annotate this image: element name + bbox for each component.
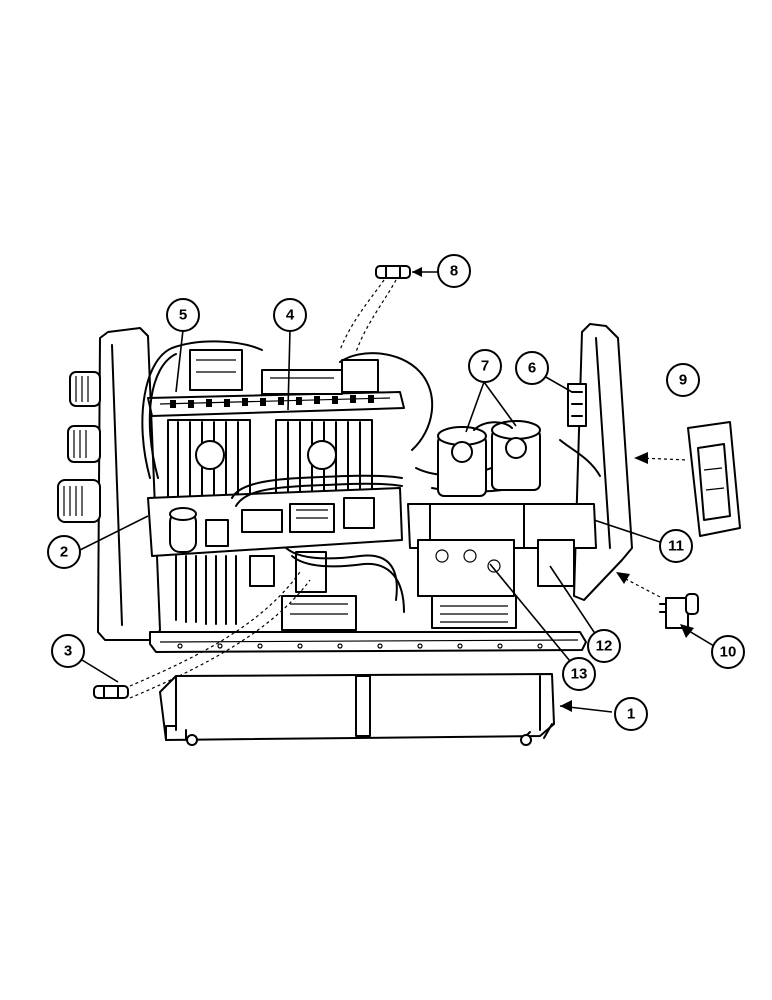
svg-text:9: 9 bbox=[679, 372, 687, 389]
svg-text:13: 13 bbox=[571, 666, 588, 683]
svg-text:3: 3 bbox=[64, 643, 72, 660]
callout-10: 10 bbox=[711, 635, 745, 669]
svg-text:2: 2 bbox=[60, 544, 68, 561]
upper-terminal-board bbox=[147, 349, 405, 417]
svg-text:12: 12 bbox=[596, 638, 613, 655]
callout-11: 11 bbox=[659, 529, 693, 563]
svg-text:1: 1 bbox=[627, 706, 635, 723]
cover-tube-assembly bbox=[407, 503, 597, 629]
svg-text:6: 6 bbox=[528, 360, 536, 377]
callout-12: 12 bbox=[587, 629, 621, 663]
switch-exploded bbox=[616, 572, 699, 629]
fuse-bottom bbox=[93, 571, 311, 699]
callout-3: 3 bbox=[51, 634, 85, 668]
callout-9: 9 bbox=[666, 363, 700, 397]
svg-text:10: 10 bbox=[720, 644, 737, 661]
svg-text:5: 5 bbox=[179, 307, 187, 324]
toggle-switch-bracket bbox=[559, 383, 601, 477]
callout-2: 2 bbox=[47, 535, 81, 569]
meter-exploded bbox=[634, 421, 741, 537]
callout-6: 6 bbox=[515, 351, 549, 385]
fuse-top bbox=[339, 265, 438, 353]
svg-text:4: 4 bbox=[286, 307, 295, 324]
connector-knobs bbox=[57, 371, 101, 523]
chassis bbox=[57, 323, 633, 653]
svg-text:11: 11 bbox=[668, 538, 684, 555]
svg-text:8: 8 bbox=[450, 263, 458, 280]
bottom-cover bbox=[159, 673, 555, 746]
base-plate bbox=[149, 631, 587, 653]
callout-8: 8 bbox=[437, 254, 471, 288]
callout-4: 4 bbox=[273, 298, 307, 332]
callout-5: 5 bbox=[166, 298, 200, 332]
heatsink-assembly bbox=[167, 419, 373, 501]
callout-1: 1 bbox=[614, 697, 648, 731]
leader-lines bbox=[79, 329, 715, 713]
transformer bbox=[281, 595, 357, 631]
capacitor-bank bbox=[437, 420, 541, 497]
base-holes bbox=[177, 643, 543, 649]
callout-7: 7 bbox=[468, 349, 502, 383]
right-side-panel bbox=[573, 323, 633, 601]
callout-13: 13 bbox=[562, 657, 596, 691]
svg-text:7: 7 bbox=[481, 358, 489, 375]
